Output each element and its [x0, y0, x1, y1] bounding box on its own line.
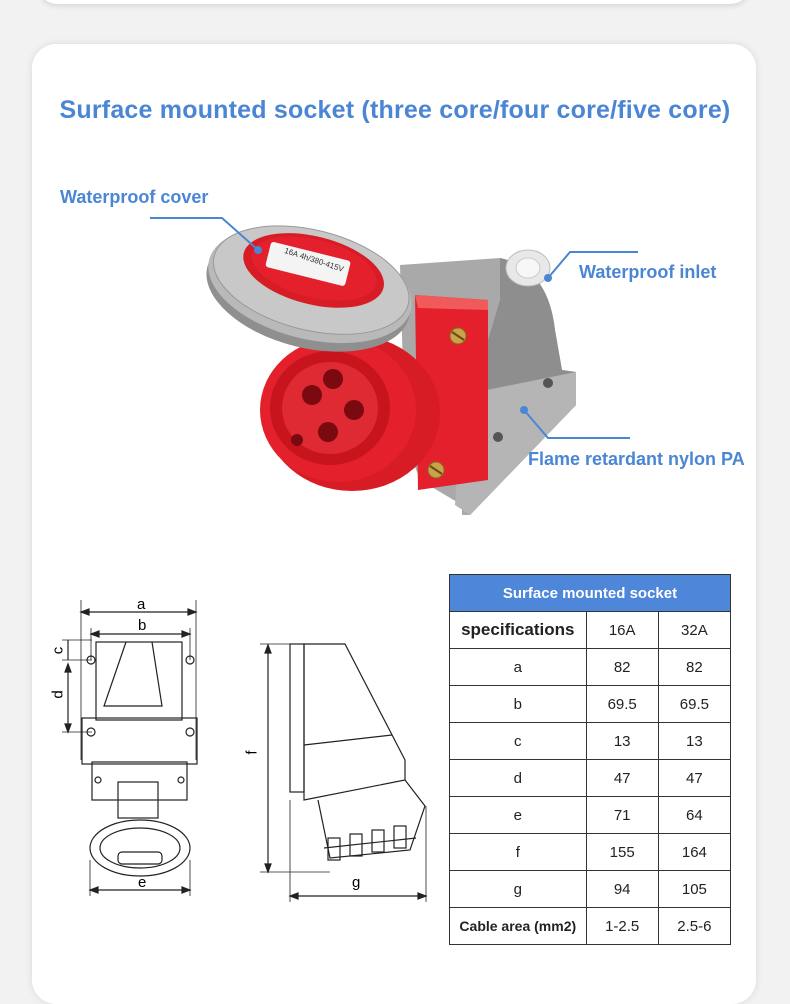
row-label: f [449, 833, 587, 871]
spec-table: Surface mounted socket specifications 16… [449, 574, 732, 945]
dim-label-g: g [352, 874, 361, 891]
table-row: Cable area (mm2) 1-2.5 2.5-6 [449, 907, 732, 945]
pin-hole [323, 369, 343, 389]
cell-16a: 13 [585, 722, 659, 760]
row-label: a [449, 648, 587, 686]
dim-label-d: d [49, 690, 67, 699]
row-label: b [449, 685, 587, 723]
dim-label-b: b [138, 617, 147, 634]
cell-32a: 82 [657, 648, 732, 686]
cell-16a: 94 [585, 870, 659, 908]
row-label: e [449, 796, 587, 834]
dim-label-a: a [137, 596, 146, 613]
cell-32a: 47 [657, 759, 732, 797]
cell-16a: 155 [585, 833, 659, 871]
dim-label-f: f [243, 750, 261, 755]
table-row: c 13 13 [449, 722, 732, 760]
top-card-edge [36, 0, 752, 4]
dim-label-c: c [49, 646, 67, 655]
row-label: Cable area (mm2) [449, 907, 587, 945]
pin-hole [344, 400, 364, 420]
cell-32a: 13 [657, 722, 732, 760]
side-view-drawing [260, 643, 428, 902]
flange-hole [493, 432, 503, 442]
callout-line-cover [150, 217, 259, 251]
table-row: g 94 105 [449, 870, 732, 908]
pin-hole [318, 422, 338, 442]
waterproof-cover-lid [206, 225, 412, 352]
callout-waterproof-inlet: Waterproof inlet [579, 262, 717, 282]
row-label: d [449, 759, 587, 797]
cell-32a: 105 [657, 870, 732, 908]
table-row: e 71 64 [449, 796, 732, 834]
cell-16a: 47 [585, 759, 659, 797]
table-row: d 47 47 [449, 759, 732, 797]
table-row: f 155 164 [449, 833, 732, 871]
cell-32a: 64 [657, 796, 732, 834]
cell-16a: 1-2.5 [585, 907, 659, 945]
cell-32a: 2.5-6 [657, 907, 732, 945]
callout-flame-retardant: Flame retardant nylon PA [528, 449, 745, 469]
row-label: g [449, 870, 587, 908]
callout-waterproof-cover: Waterproof cover [60, 187, 209, 207]
column-header-32a: 32A [657, 611, 732, 649]
flange-hole [543, 378, 553, 388]
column-header-spec: specifications [449, 611, 587, 649]
dim-label-e: e [138, 874, 147, 891]
cell-16a: 82 [585, 648, 659, 686]
column-header-16a: 16A [585, 611, 659, 649]
table-row: a 82 82 [449, 648, 732, 686]
callout-line-nylon [523, 409, 630, 439]
table-columns-row: specifications 16A 32A [449, 611, 732, 649]
cell-16a: 69.5 [585, 685, 659, 723]
row-label: c [449, 722, 587, 760]
cell-16a: 71 [585, 796, 659, 834]
callout-line-inlet [547, 251, 638, 279]
table-row: b 69.5 69.5 [449, 685, 732, 723]
table-title: Surface mounted socket [449, 574, 731, 612]
pin-hole [302, 385, 322, 405]
cell-32a: 164 [657, 833, 732, 871]
cell-32a: 69.5 [657, 685, 732, 723]
page-title: Surface mounted socket (three core/four … [59, 96, 731, 124]
table-header-row: Surface mounted socket [449, 574, 731, 612]
earth-hole [291, 434, 303, 446]
front-view-drawing [62, 600, 198, 896]
